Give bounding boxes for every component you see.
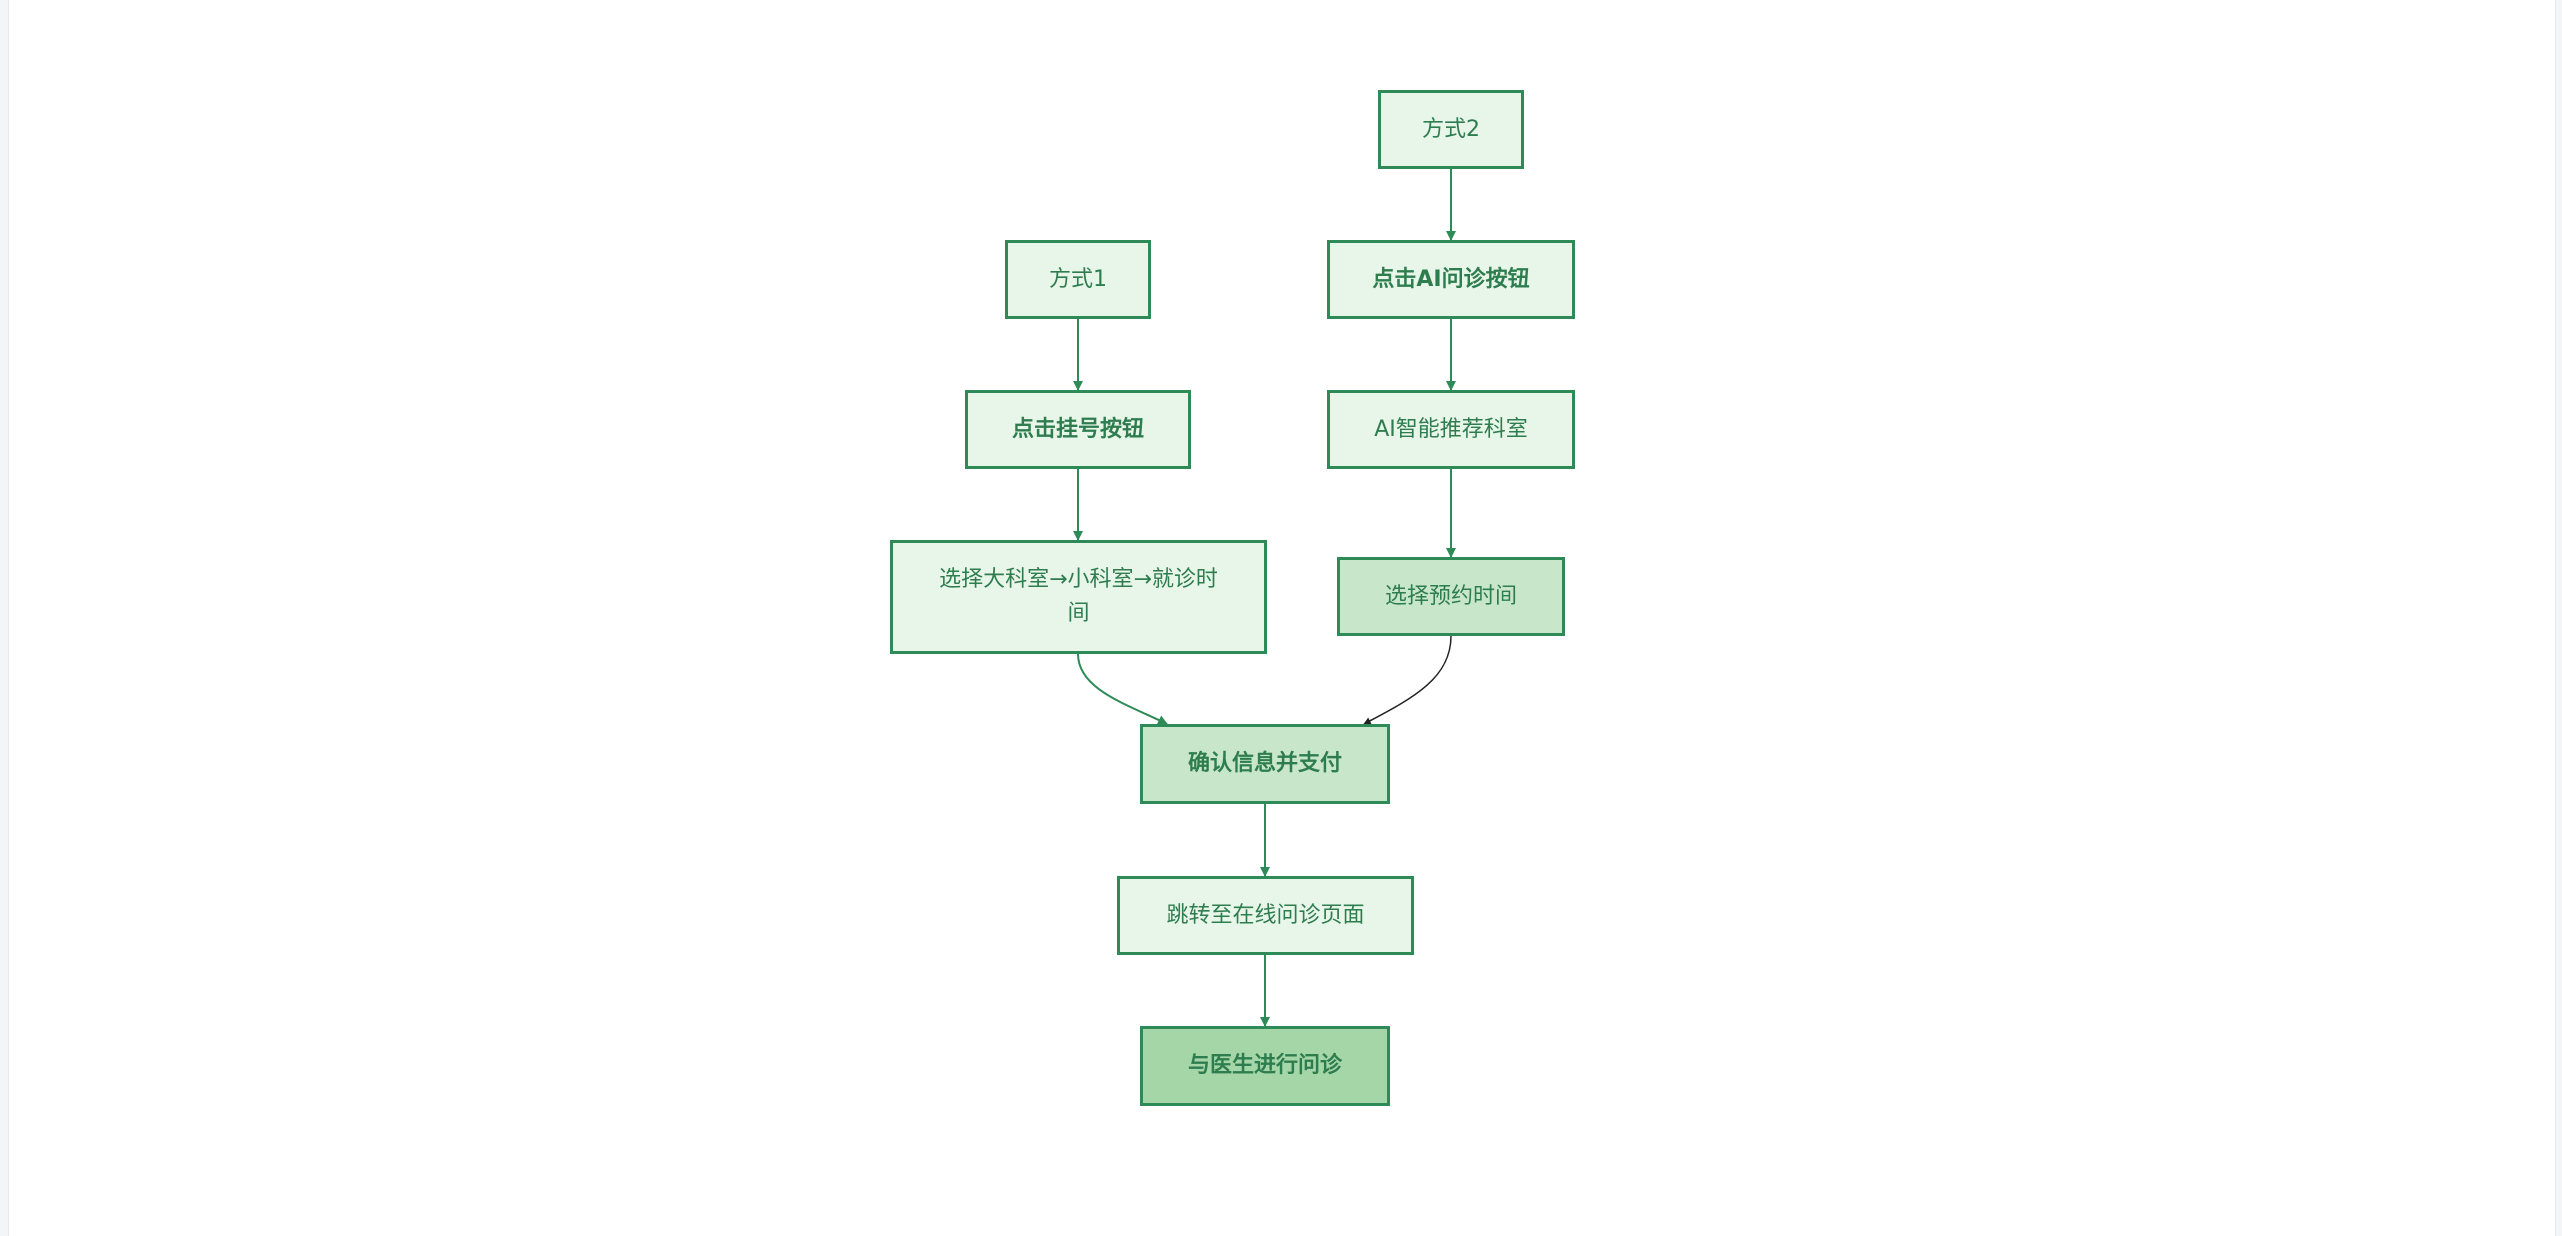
node-click-ai-consult-button: 点击AI问诊按钮 <box>1327 240 1575 319</box>
node-select-appointment-time: 选择预约时间 <box>1337 557 1565 636</box>
node-method1: 方式1 <box>1005 240 1151 319</box>
node-jump-online-consult: 跳转至在线问诊页面 <box>1117 876 1414 955</box>
edge-department-to-confirm <box>1077 653 1168 725</box>
edges-layer <box>1073 168 1456 1027</box>
node-ai-recommend-department: AI智能推荐科室 <box>1327 390 1575 469</box>
node-consult-with-doctor: 与医生进行问诊 <box>1140 1026 1390 1106</box>
node-click-register-button: 点击挂号按钮 <box>965 390 1191 469</box>
node-method2: 方式2 <box>1378 90 1524 169</box>
edge-time-to-confirm <box>1363 635 1452 725</box>
node-select-department: 选择大科室→小科室→就诊时间 <box>890 540 1267 654</box>
diagram-canvas: 方式1 方式2 点击挂号按钮 点击AI问诊按钮 选择大科室→小科室→就诊时间 A… <box>8 0 2556 1236</box>
node-confirm-and-pay: 确认信息并支付 <box>1140 724 1390 804</box>
